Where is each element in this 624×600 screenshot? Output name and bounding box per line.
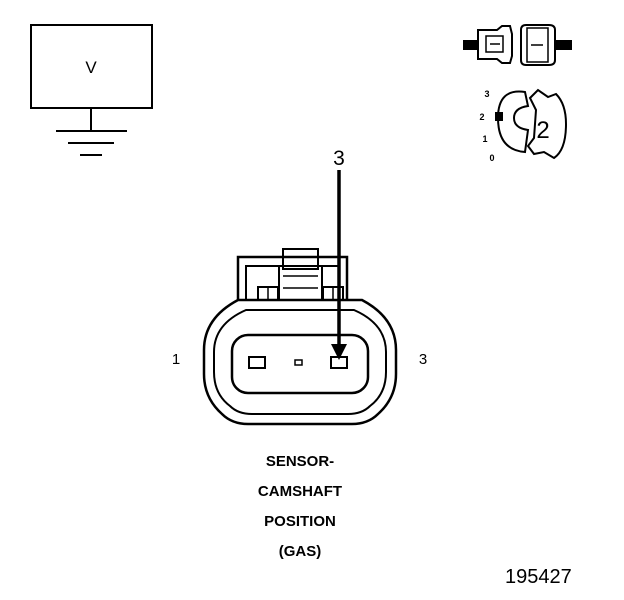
lock-tab bbox=[282, 248, 319, 270]
cavity-number-3: 3 bbox=[484, 89, 489, 99]
pin-1 bbox=[248, 356, 266, 369]
pin-right-label: 3 bbox=[419, 351, 427, 368]
terminal-cavity-face bbox=[230, 333, 370, 395]
callout-arrow: 3 bbox=[331, 147, 347, 360]
connector-caption: SENSOR- CAMSHAFT POSITION (GAS) bbox=[200, 447, 400, 567]
cavity-count-label: 2 bbox=[536, 117, 549, 144]
connector-pair-icon bbox=[463, 24, 572, 66]
caption-line-3: POSITION bbox=[264, 513, 336, 530]
caption-line-2: CAMSHAFT bbox=[257, 483, 343, 500]
caption-line-4: (GAS) bbox=[278, 543, 322, 560]
cavity-number-0: 0 bbox=[489, 153, 494, 163]
lock-tab-housing bbox=[236, 255, 349, 300]
figure-id: 195427 bbox=[505, 566, 572, 588]
voltmeter-label: V bbox=[85, 58, 97, 77]
voltmeter-symbol: V bbox=[30, 24, 153, 156]
cavity-number-1: 1 bbox=[482, 134, 487, 144]
pin-2 bbox=[294, 359, 303, 366]
terminal-view-icon: 3 2 1 0 2 bbox=[479, 88, 568, 163]
connector-inner-shell bbox=[213, 309, 387, 415]
terminal-cavity-marker bbox=[495, 112, 503, 121]
cavity-number-2: 2 bbox=[479, 112, 484, 122]
callout-number: 3 bbox=[333, 147, 345, 170]
connector-face bbox=[202, 248, 398, 426]
caption-line-1: SENSOR- bbox=[265, 453, 335, 470]
pin-left-label: 1 bbox=[172, 351, 180, 368]
